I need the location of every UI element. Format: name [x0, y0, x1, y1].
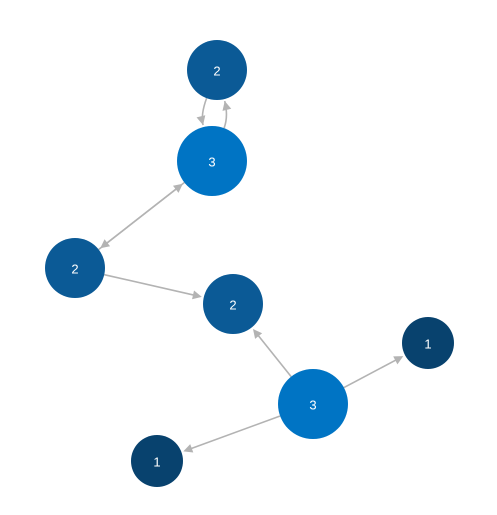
edge-line	[343, 358, 399, 389]
node-label: 3	[309, 398, 316, 413]
edges-layer	[98, 97, 404, 453]
node-label: 1	[424, 337, 431, 352]
edge-n6-n5	[343, 356, 404, 389]
graph-node[interactable]: 2	[203, 274, 263, 334]
node-circle[interactable]	[177, 126, 247, 196]
node-label: 2	[71, 262, 78, 277]
graph-node[interactable]: 1	[131, 435, 183, 487]
edge-n3-n2	[98, 183, 183, 251]
edge-n1-n2	[196, 97, 208, 126]
edge-arrowhead	[196, 115, 206, 126]
edge-arrowhead	[183, 444, 194, 453]
edge-arrowhead	[393, 356, 404, 365]
node-label: 2	[229, 298, 236, 313]
node-circle[interactable]	[278, 369, 348, 439]
node-circle[interactable]	[203, 274, 263, 334]
edge-n6-n7	[183, 415, 281, 453]
nodes-layer: 2 3 2 2 1 3 1	[45, 40, 454, 487]
node-circle[interactable]	[131, 435, 183, 487]
edge-n3-n4	[104, 273, 202, 300]
node-circle[interactable]	[402, 317, 454, 369]
edge-n6-n4	[252, 328, 292, 378]
graph-node[interactable]: 3	[177, 126, 247, 196]
node-label: 3	[208, 155, 215, 170]
edge-arrowhead	[192, 290, 202, 300]
node-circle[interactable]	[187, 40, 247, 100]
edge-n2-n1	[222, 100, 232, 129]
edge-line	[104, 273, 197, 297]
edge-line	[98, 186, 179, 251]
node-label: 1	[153, 455, 160, 470]
graph-node[interactable]: 2	[45, 238, 105, 298]
node-circle[interactable]	[45, 238, 105, 298]
node-label: 2	[213, 64, 220, 79]
graph-node[interactable]: 1	[402, 317, 454, 369]
edge-line	[256, 333, 292, 378]
graph-node[interactable]: 2	[187, 40, 247, 100]
edge-arrowhead	[222, 101, 232, 111]
edge-line	[188, 415, 281, 451]
edge-arrowhead	[172, 183, 183, 193]
graph-node[interactable]: 3	[278, 369, 348, 439]
edge-arrowhead	[252, 328, 263, 339]
